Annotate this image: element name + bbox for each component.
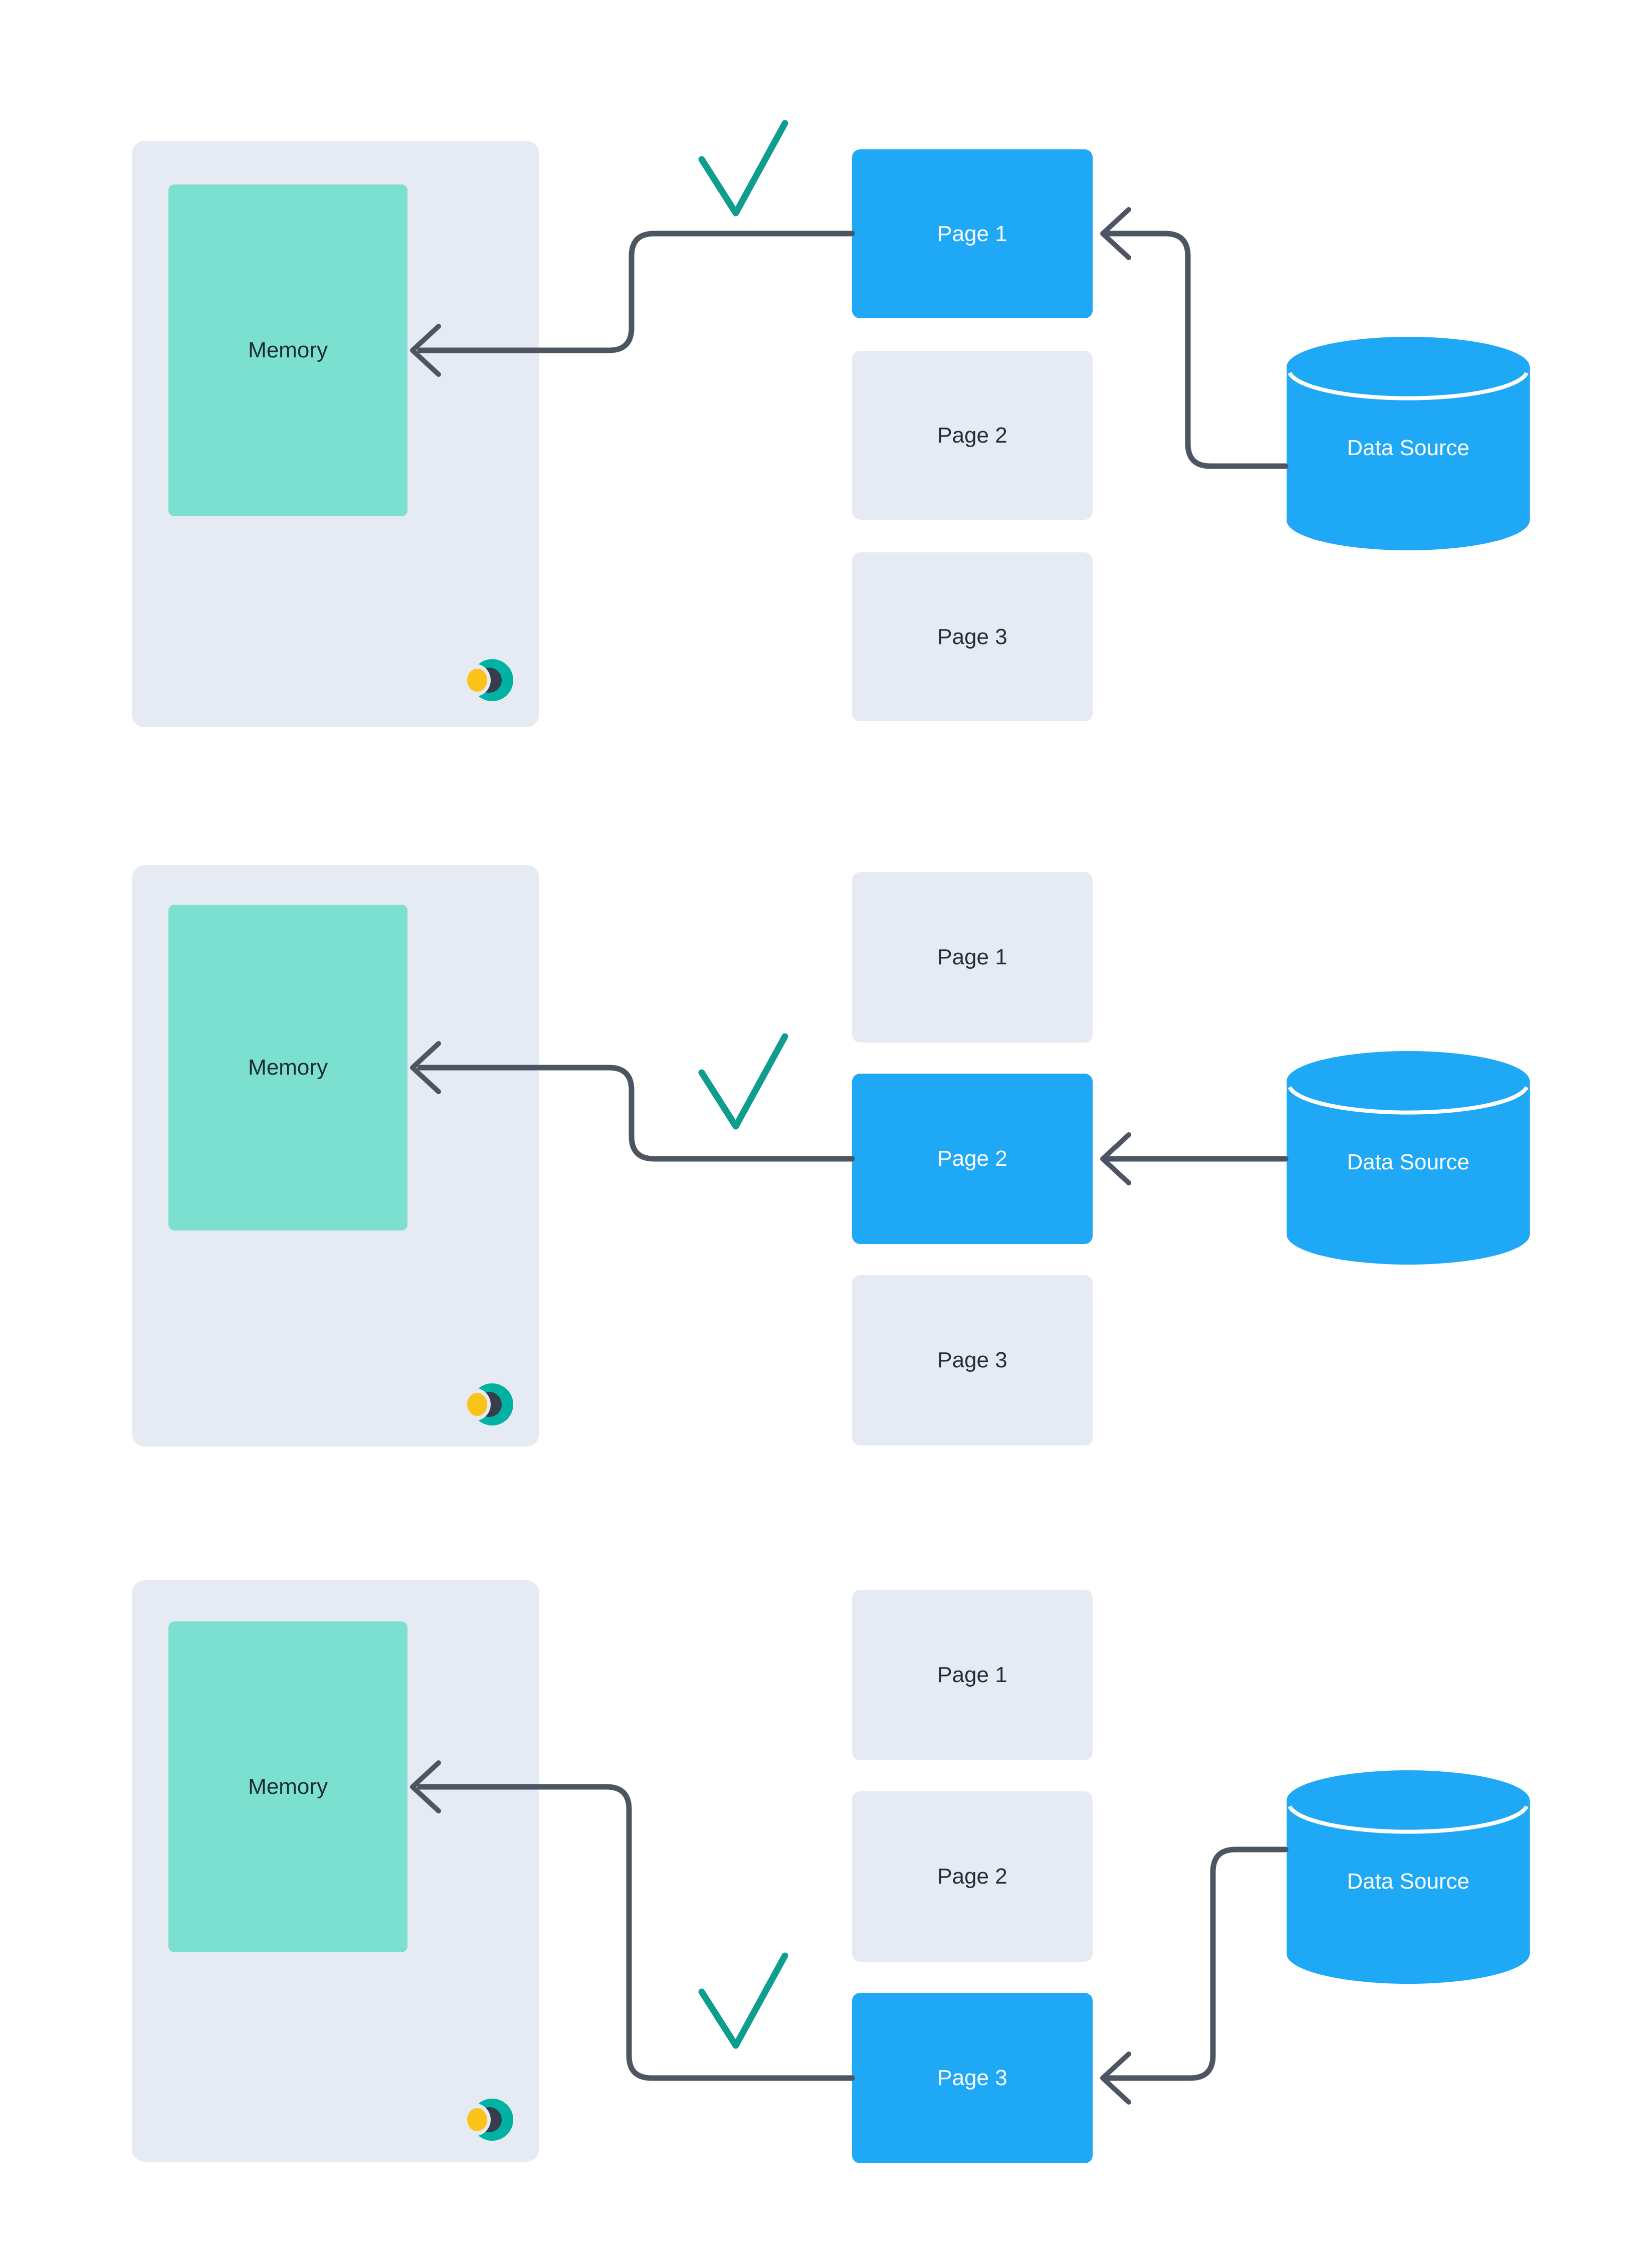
page-box-3-row2: Page 3 (852, 1275, 1093, 1446)
memory-label: Memory (248, 1774, 328, 1799)
data-source-row3: Data Source (1286, 1769, 1531, 1985)
checkmark-icon-row1 (698, 120, 788, 217)
page-box-3-row3: Page 3 (852, 1993, 1093, 2163)
database-cylinder-icon (1287, 1770, 1530, 1984)
page-label: Page 3 (937, 2066, 1007, 2090)
checkmark-icon-row2 (698, 1033, 788, 1130)
logo-icon (466, 659, 513, 701)
page-box-3-row1: Page 3 (852, 552, 1093, 721)
arrowhead-left-icon (1100, 1132, 1131, 1185)
data-source-row2: Data Source (1286, 1050, 1531, 1266)
memory-label: Memory (248, 1055, 328, 1080)
arrowhead-left-icon (1100, 2051, 1131, 2105)
data-source-label: Data Source (1347, 436, 1470, 460)
page-label: Page 1 (937, 1663, 1007, 1687)
memory-block-row1: Memory (168, 184, 407, 516)
logo-icon (466, 1383, 513, 1425)
page-label: Page 2 (937, 1146, 1007, 1171)
page-box-2-row3: Page 2 (852, 1791, 1093, 1962)
memory-block-row3: Memory (168, 1621, 407, 1952)
logo-icon (466, 2099, 513, 2141)
arrow-datasource-to-page1 (1106, 231, 1289, 469)
memory-panel-row3: Memory (132, 1580, 539, 2162)
data-source-label: Data Source (1347, 1869, 1470, 1894)
database-cylinder-icon (1287, 1051, 1530, 1265)
memory-label: Memory (248, 338, 328, 362)
arrow-datasource-to-page3 (1106, 1846, 1289, 2081)
page-box-1-row1: Page 1 (852, 149, 1093, 318)
page-box-1-row2: Page 1 (852, 872, 1093, 1043)
page-label: Page 2 (937, 1864, 1007, 1889)
page-label: Page 1 (937, 221, 1007, 246)
data-source-row1: Data Source (1286, 336, 1531, 551)
page-label: Page 2 (937, 423, 1007, 448)
arrowhead-left-icon (1100, 207, 1131, 260)
database-cylinder-icon (1287, 337, 1530, 550)
page-box-1-row3: Page 1 (852, 1590, 1093, 1760)
memory-block-row2: Memory (168, 905, 407, 1230)
memory-panel-row2: Memory (132, 865, 539, 1447)
memory-panel-row1: Memory (132, 141, 539, 727)
page-label: Page 1 (937, 945, 1007, 969)
checkmark-icon-row3 (698, 1952, 788, 2049)
page-box-2-row1: Page 2 (852, 351, 1093, 520)
page-label: Page 3 (937, 624, 1007, 649)
data-source-label: Data Source (1347, 1150, 1470, 1174)
page-label: Page 3 (937, 1348, 1007, 1372)
page-box-2-row2: Page 2 (852, 1074, 1093, 1244)
